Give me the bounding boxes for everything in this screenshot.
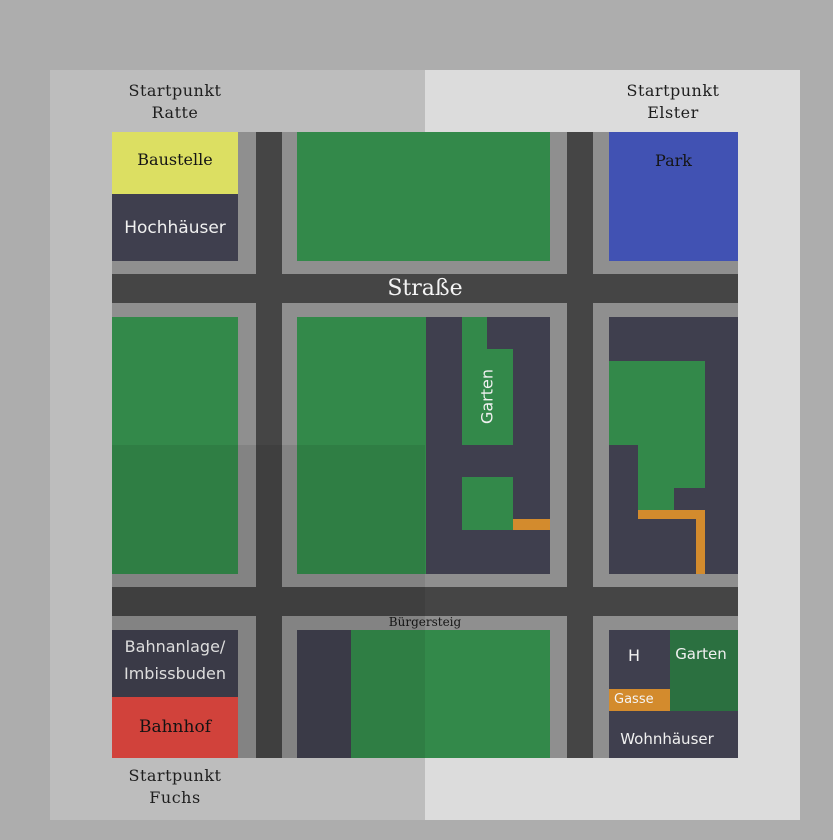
construction-label: Baustelle [137,150,213,169]
block-house-h [609,630,670,689]
road-horizontal-1 [112,274,738,303]
start-point-fox: Startpunkt Fuchs [128,766,222,807]
residential-label: Wohnhäuser [620,730,714,748]
start-point-magpie: Startpunkt Elster [626,81,720,122]
block-highrises [112,194,238,261]
orange-path-right-v [696,510,705,574]
railway-label: Bahnanlage/ Imbissbuden [123,637,226,683]
road-vertical-2 [567,132,593,758]
road-horizontal-2 [112,587,738,616]
block-station [112,697,238,758]
block-railway [112,630,238,697]
block-construction [112,132,238,194]
block-garden-br [670,630,738,711]
sidewalk-label: Bürgersteig [388,615,462,629]
house-h-label: H [627,646,641,665]
garden-square [462,477,513,530]
station-label: Bahnhof [138,717,211,737]
block-green-left [112,317,238,574]
street-label: Straße [387,276,463,301]
block-dark-bottom [297,630,351,758]
block-alley [609,689,670,711]
garden-strip-top [462,317,487,350]
block-garden-vertical [462,349,513,445]
block-park [609,132,738,261]
orange-path-center [513,519,550,530]
orange-path-right-h [638,510,705,519]
highrises-label: Hochhäuser [124,218,226,238]
block-residential [609,711,738,758]
block-green-center [297,317,426,574]
block-green-top [297,132,550,261]
garden-vertical-label: Garten [477,368,497,425]
alley-label: Gasse [614,692,654,707]
garden-right-upper [609,361,705,445]
road-vertical-1 [256,132,282,758]
garden-right-step [638,488,674,510]
park-label: Park [655,151,692,170]
block-green-bottom [351,630,550,758]
garden-right-lower [638,445,705,488]
garden-br-label: Garten [675,645,727,663]
start-point-rat: Startpunkt Ratte [128,81,222,122]
